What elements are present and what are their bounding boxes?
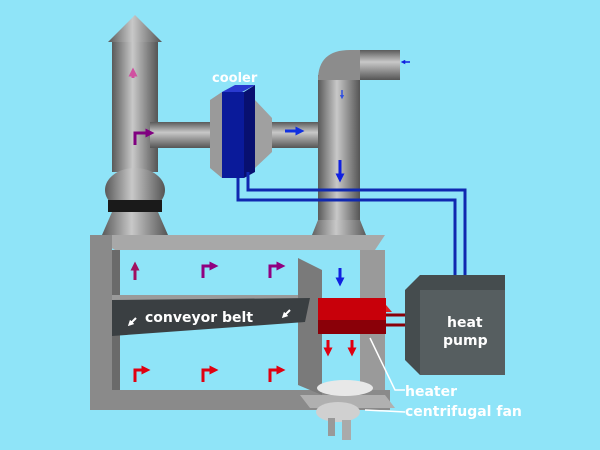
turn-arrow-icon [133,128,155,145]
cooler-label: cooler [212,71,258,86]
heater [318,298,425,334]
refrigerant-lines [236,172,467,290]
heater-label: heater [405,384,457,400]
intake-duct [310,50,400,240]
heater-pointer [369,337,405,391]
heat-pump-label-line2: pump [443,333,488,349]
exhaust-stack [102,15,168,235]
turn-arrow-icon [201,261,219,278]
heat-pump-label-line1: heat [447,315,483,331]
fan-pointer [364,409,406,413]
airflow-arrows [127,59,410,382]
turn-arrow-icon [201,365,219,382]
conveyor-belt-label: conveyor belt [145,310,253,326]
turn-arrow-icon [268,365,286,382]
turn-arrow-icon [133,365,151,382]
cooler: cooler [212,71,272,178]
turn-arrow-icon [268,261,286,278]
belt-arrow-icon [127,317,137,327]
heat-pump: heat pump [405,275,505,375]
belt-arrow-icon [281,309,291,319]
conveyor-belt: conveyor belt [112,298,310,336]
centrifugal-fan-label: centrifugal fan [405,404,522,420]
centrifugal-fan [300,380,395,440]
